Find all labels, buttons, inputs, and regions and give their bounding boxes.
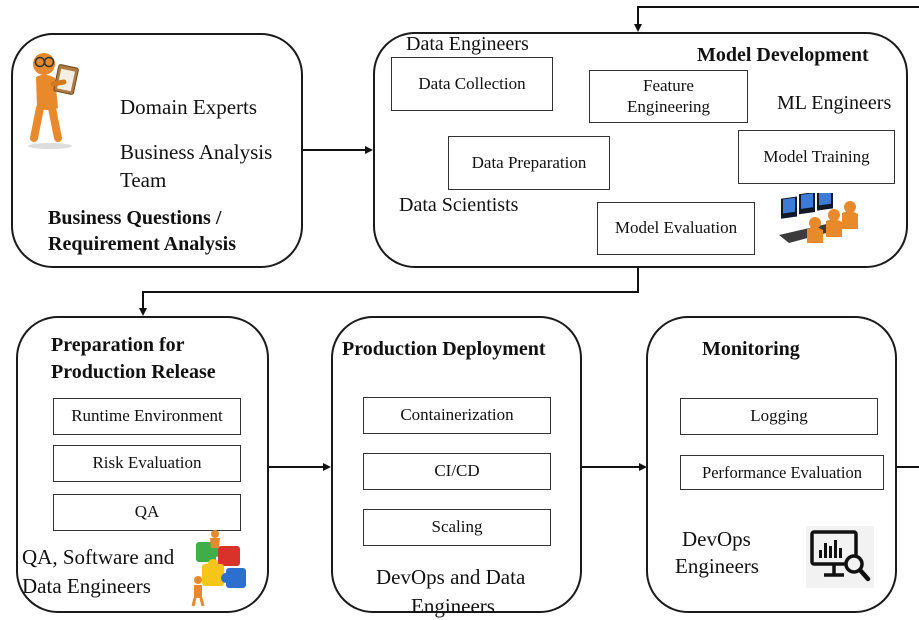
containerization-box: Containerization	[363, 397, 551, 434]
feature-engineering-box: Feature Engineering	[589, 70, 748, 123]
model-development-title: Model Development	[697, 44, 869, 66]
model-training-box: Model Training	[738, 130, 895, 184]
role-data-scientists: Data Scientists	[399, 194, 519, 216]
qa-box: QA	[53, 494, 241, 531]
role-data-engineers: Data Engineers	[406, 33, 529, 55]
prep-title-line1: Preparation for	[51, 334, 185, 356]
monitoring-roles-line2: Engineers	[675, 554, 759, 578]
cicd-box: CI/CD	[363, 453, 551, 490]
puzzle-team-icon	[191, 530, 246, 607]
data-collection-box: Data Collection	[391, 57, 553, 111]
business-title-line2: Requirement Analysis	[48, 233, 236, 255]
runtime-environment-box: Runtime Environment	[53, 398, 241, 435]
feature-engineering-line2: Engineering	[626, 96, 711, 116]
data-preparation-box: Data Preparation	[448, 136, 610, 190]
arrow-model-to-prep	[139, 268, 639, 316]
role-team: Team	[120, 168, 167, 192]
prep-roles-line2: Data Engineers	[22, 574, 151, 598]
logging-box: Logging	[680, 398, 878, 435]
arrow-feedback-top	[634, 6, 919, 32]
person-clipboard-icon	[28, 53, 79, 149]
role-domain-experts: Domain Experts	[120, 95, 258, 119]
scaling-box: Scaling	[363, 509, 551, 546]
prep-roles-line1: QA, Software and	[22, 545, 175, 569]
business-title-line1: Business Questions /	[48, 207, 222, 229]
monitoring-roles-line1: DevOps	[682, 527, 751, 551]
performance-evaluation-box: Performance Evaluation	[680, 455, 884, 490]
prep-title-line2: Production Release	[51, 361, 216, 383]
deploy-roles-line2: Engineers	[411, 594, 495, 618]
deployment-title: Production Deployment	[342, 338, 546, 360]
role-business-analysis: Business Analysis	[120, 140, 273, 164]
model-evaluation-box: Model Evaluation	[597, 202, 755, 255]
analysts-at-monitors-icon	[779, 193, 858, 243]
feature-engineering-line1: Feature	[643, 76, 694, 96]
role-ml-engineers: ML Engineers	[777, 92, 892, 114]
monitoring-title: Monitoring	[702, 338, 800, 360]
monitor-analytics-icon	[806, 526, 874, 588]
risk-evaluation-box: Risk Evaluation	[53, 445, 241, 482]
deploy-roles-line1: DevOps and Data	[376, 565, 526, 589]
